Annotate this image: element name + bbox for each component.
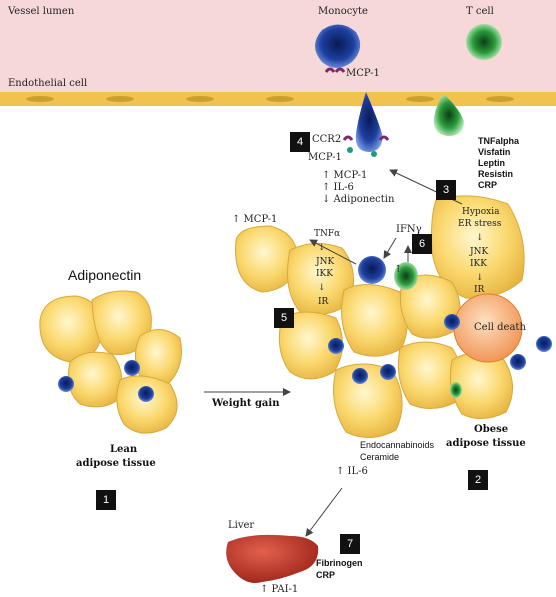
endocannabinoids-label: Endocannabinoids [360, 440, 435, 450]
svg-text:JNK: JNK [469, 247, 488, 257]
svg-text:JNK: JNK [315, 257, 334, 267]
svg-text:IKK: IKK [316, 269, 333, 279]
svg-text:IR: IR [318, 297, 329, 307]
cell-death-label: Cell death [474, 322, 526, 333]
badge-1: 1 [96, 490, 116, 510]
tcell-factor-leptin: Leptin [478, 158, 505, 168]
lean-adipose-cluster [39, 290, 182, 434]
effect-adiponectin-label: ↓ Adiponectin [322, 194, 395, 205]
transmigrating-t-cell [433, 94, 464, 136]
badge-4: 4 [290, 132, 310, 152]
svg-text:IR: IR [474, 285, 485, 295]
liver-factor-crp: CRP [316, 570, 335, 580]
svg-text:ER stress: ER stress [458, 219, 502, 229]
svg-text:TNFα: TNFα [314, 229, 340, 239]
monocyte-cell [315, 24, 361, 73]
ccr2-label: CCR2 [312, 134, 341, 145]
obese-label-1: Obese [474, 424, 508, 435]
pai1-label: ↑ PAI-1 [260, 584, 298, 595]
liver-label: Liver [228, 520, 254, 531]
obese-macrophages [328, 256, 552, 384]
svg-text:↓: ↓ [318, 283, 326, 293]
effect-mcp1-label: ↑ MCP-1 [322, 170, 367, 181]
lean-label-2: adipose tissue [76, 458, 156, 469]
badge-5: 5 [274, 308, 294, 328]
mcp1-top-label: MCP-1 [346, 68, 380, 79]
ifn-to-macrophage-arrow [383, 237, 397, 259]
signal-pathway-5: TNFα ↓ JNK IKK ↓ IR [314, 229, 340, 307]
ifn-arrow-up: ↑ [394, 264, 402, 275]
endothelial-label: Endothelial cell [8, 78, 87, 89]
liver-factor-fibrinogen: Fibrinogen [316, 558, 363, 568]
tcell-factor-visfatin: Visfatin [478, 147, 510, 157]
lean-label-1: Lean [110, 444, 138, 455]
badge-3: 3 [436, 180, 456, 200]
tcell-factor-resistin: Resistin [478, 169, 513, 179]
tcell-label: T cell [466, 6, 494, 17]
macro-mcp1-label: ↑ MCP-1 [232, 214, 277, 225]
svg-text:↓: ↓ [476, 273, 484, 283]
macrophage-to-mcp1-arrow [309, 239, 357, 265]
adiponectin-label: Adiponectin [68, 267, 141, 283]
effect-il6-label: ↑ IL-6 [322, 182, 354, 193]
ceramide-label: Ceramide [360, 452, 399, 462]
obese-label-2: adipose tissue [446, 438, 526, 449]
ifn-label: IFNγ [396, 224, 422, 235]
vessel-lumen-label: Vessel lumen [7, 6, 75, 17]
svg-text:↓: ↓ [476, 233, 484, 243]
badge-7: 7 [340, 534, 360, 554]
svg-text:Hypoxia: Hypoxia [462, 207, 500, 217]
tcell-factor-crp: CRP [478, 180, 497, 190]
obese-t-cell [394, 262, 418, 290]
obese-t-cell-small [450, 382, 462, 398]
mcp1-receptor-label: MCP-1 [308, 152, 342, 163]
obese-adipose-cluster [235, 195, 525, 438]
lean-macrophages [58, 360, 154, 402]
weight-gain-label: Weight gain [211, 398, 280, 409]
t-cell-lumen [466, 24, 502, 60]
il6-label: ↑ IL-6 [336, 466, 368, 477]
svg-text:↓: ↓ [318, 243, 326, 253]
tcell-factor-tnf: TNFalpha [478, 136, 520, 146]
badge-2: 2 [468, 470, 488, 490]
transmigrating-monocyte [342, 92, 390, 157]
vessel-wall [0, 0, 556, 106]
il6-to-liver-arrow [305, 487, 343, 537]
monocyte-label: Monocyte [318, 6, 368, 17]
svg-text:IKK: IKK [470, 259, 487, 269]
badge-6: 6 [412, 234, 432, 254]
stress-pathway: Hypoxia ER stress ↓ JNK IKK ↓ IR [458, 207, 502, 295]
liver-organ [226, 534, 319, 583]
